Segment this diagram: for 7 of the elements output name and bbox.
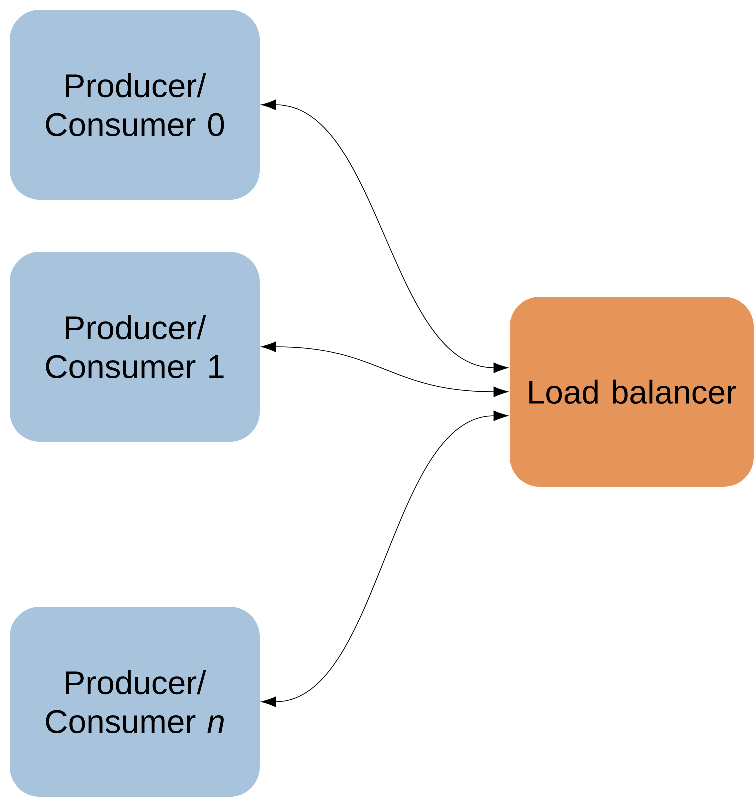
process-box: Producer/ Consumer 1 [10,252,260,442]
arrow [262,410,508,708]
balancer-box: Load balancer [510,297,754,487]
process-box: Producer/ Consumer n [10,607,260,797]
process-box: Producer/ Consumer 0 [10,10,260,200]
arrow [262,342,508,398]
arrow [262,100,508,374]
